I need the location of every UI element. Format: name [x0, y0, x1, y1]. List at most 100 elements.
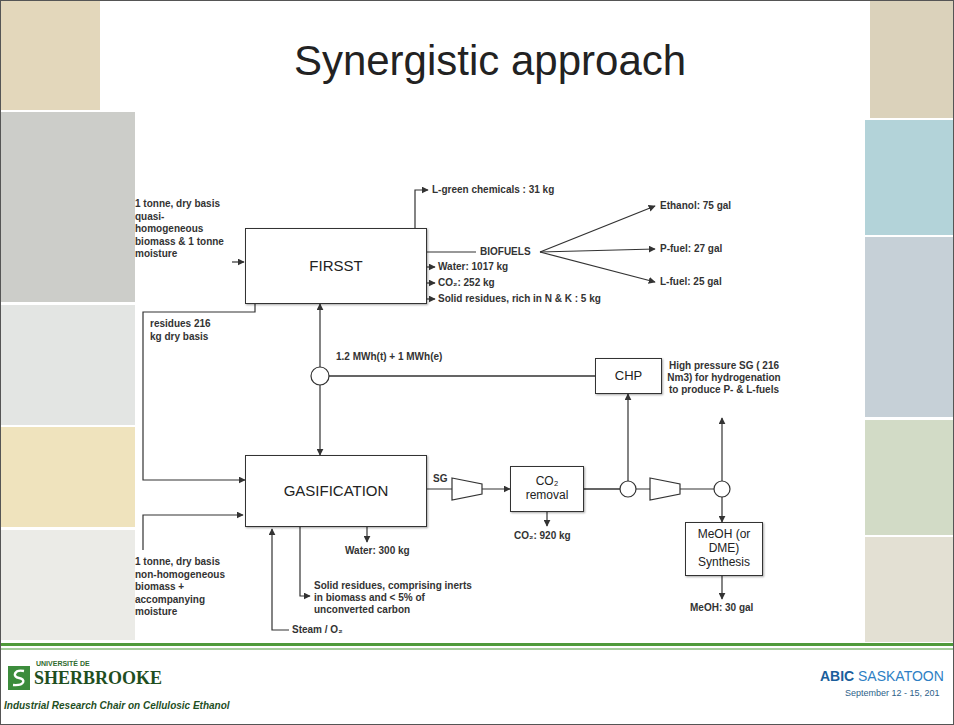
input-label-holder: 1 tonne, dry basis quasi-homogeneous bio… — [135, 198, 231, 261]
flow-label: residues 216 kg dry basis — [150, 318, 220, 343]
process-box: GASIFICATION — [245, 455, 427, 527]
slide-title: Synergistic approach — [190, 36, 790, 86]
input-label: 1 tonne, dry basis quasi-homogeneous bio… — [135, 198, 231, 261]
product-label-holder: P-fuel: 27 gal — [660, 243, 722, 255]
output-line — [425, 251, 476, 252]
energy-label-holder: 1.2 MWh(t) + 1 MWh(e) — [336, 351, 442, 363]
footer-rule — [0, 649, 954, 650]
product-label-holder: L-fuel: 25 gal — [660, 276, 722, 288]
university-logo — [8, 666, 30, 690]
input-arrow — [143, 515, 243, 550]
compressor-symbol — [650, 478, 680, 500]
chair-name: Industrial Research Chair on Cellulosic … — [4, 700, 230, 712]
output-arrow — [300, 527, 310, 596]
box-label: MeOH (or DME) Synthesis — [695, 528, 753, 569]
conference-name-holder: SASKATOON — [858, 668, 944, 685]
conference-date: September 12 - 15, 201 — [845, 688, 940, 699]
energy-label: 1.2 MWh(t) + 1 MWh(e) — [336, 351, 442, 363]
product-label: MeOH: 30 gal — [690, 602, 753, 614]
product-label-holder: Ethanol: 75 gal — [660, 200, 731, 212]
output-label-holder: CO₂: 920 kg — [514, 530, 571, 542]
input-arrow — [232, 261, 244, 262]
box-label: FIRSST — [252, 257, 420, 274]
output-label: CO₂: 252 kg — [438, 277, 495, 289]
slide-title-holder: Synergistic approach — [190, 36, 790, 86]
junction-circle — [714, 481, 730, 497]
junction-circle — [620, 481, 636, 497]
output-arrow — [540, 206, 655, 252]
box-label: CHP — [601, 369, 656, 384]
output-label-holder: CO₂: 252 kg — [438, 277, 495, 289]
university-name: UNIVERSITÉ DE — [36, 659, 90, 668]
input-label: Steam / O₂ — [292, 624, 343, 636]
output-arrow — [721, 576, 722, 599]
conference-date-holder: September 12 - 15, 201 — [845, 688, 940, 699]
process-box: MeOH (or DME) Synthesis — [685, 522, 763, 576]
output-label: Solid residues, comprising inerts in bio… — [314, 580, 479, 616]
input-label-holder: 1 tonne, dry basis non-homogeneous bioma… — [135, 556, 235, 619]
university-name: SHERBROOKE — [34, 667, 162, 689]
process-box: CO₂ removal — [510, 466, 584, 512]
landfill-photo — [870, 0, 954, 118]
flow-label-holder: residues 216 kg dry basis — [150, 318, 220, 343]
box-label: GASIFICATION — [252, 482, 420, 499]
output-label: Water: 300 kg — [345, 545, 410, 557]
flow-label-holder: SG — [433, 473, 447, 485]
output-label-holder: Solid residues, comprising inerts in bio… — [314, 580, 479, 616]
output-label: Water: 1017 kg — [438, 261, 508, 273]
flow-arrow — [143, 304, 255, 480]
output-arrow — [415, 190, 428, 228]
conference-name: ABIC — [820, 668, 854, 685]
field-photo — [865, 420, 954, 535]
bottles-photo — [865, 537, 954, 642]
flow-arrow — [320, 376, 595, 455]
product-label: L-fuel: 25 gal — [660, 276, 722, 288]
product-group-label-holder: BIOFUELS — [480, 246, 531, 258]
box-label: CO₂ removal — [519, 475, 575, 503]
output-label-holder: Water: 1017 kg — [438, 261, 508, 273]
output-arrow — [540, 249, 655, 252]
product-group-label: BIOFUELS — [480, 246, 531, 258]
output-label: Solid residues, rich in N & K : 5 kg — [438, 293, 601, 305]
footer-rule — [0, 643, 954, 646]
junction-circle — [311, 367, 329, 385]
pulp-photo — [0, 427, 135, 527]
chair-name-holder: Industrial Research Chair on Cellulosic … — [4, 700, 230, 712]
plant-photo — [0, 112, 135, 302]
input-label: 1 tonne, dry basis non-homogeneous bioma… — [135, 556, 235, 619]
flow-label: SG — [433, 473, 447, 485]
university-name-holder: SHERBROOKE — [34, 667, 162, 689]
product-label-holder: MeOH: 30 gal — [690, 602, 753, 614]
flow-arrow — [584, 394, 628, 489]
output-label: L-green chemicals : 31 kg — [432, 184, 554, 196]
output-label: CO₂: 920 kg — [514, 530, 571, 542]
conference-name-holder: ABIC — [820, 668, 854, 685]
conference-name: SASKATOON — [858, 668, 944, 685]
lab-photo — [0, 305, 135, 425]
output-label-holder: High pressure SG ( 216 Nm3) for hydrogen… — [662, 360, 786, 396]
process-box: FIRSST — [245, 228, 427, 304]
compressor-symbol — [452, 478, 482, 500]
output-label-holder: Solid residues, rich in N & K : 5 kg — [438, 293, 601, 305]
refinery-photo — [865, 237, 954, 417]
product-label: P-fuel: 27 gal — [660, 243, 722, 255]
output-arrow — [546, 512, 547, 526]
ethanol-photo — [0, 530, 135, 640]
output-arrow — [540, 252, 655, 282]
straw-photo — [0, 0, 100, 110]
flow-arrow — [320, 304, 595, 376]
university-logo — [13, 671, 24, 685]
input-label-holder: Steam / O₂ — [292, 624, 343, 636]
process-box: CHP — [595, 358, 662, 394]
photo-strip — [0, 0, 954, 642]
input-arrow — [272, 529, 289, 630]
output-arrow — [721, 418, 722, 481]
product-label: Ethanol: 75 gal — [660, 200, 731, 212]
output-arrow — [366, 527, 367, 542]
university-name-holder: UNIVERSITÉ DE — [36, 659, 90, 668]
reactor-photo — [865, 120, 954, 235]
output-label: High pressure SG ( 216 Nm3) for hydrogen… — [662, 360, 786, 396]
output-label-holder: L-green chemicals : 31 kg — [432, 184, 554, 196]
